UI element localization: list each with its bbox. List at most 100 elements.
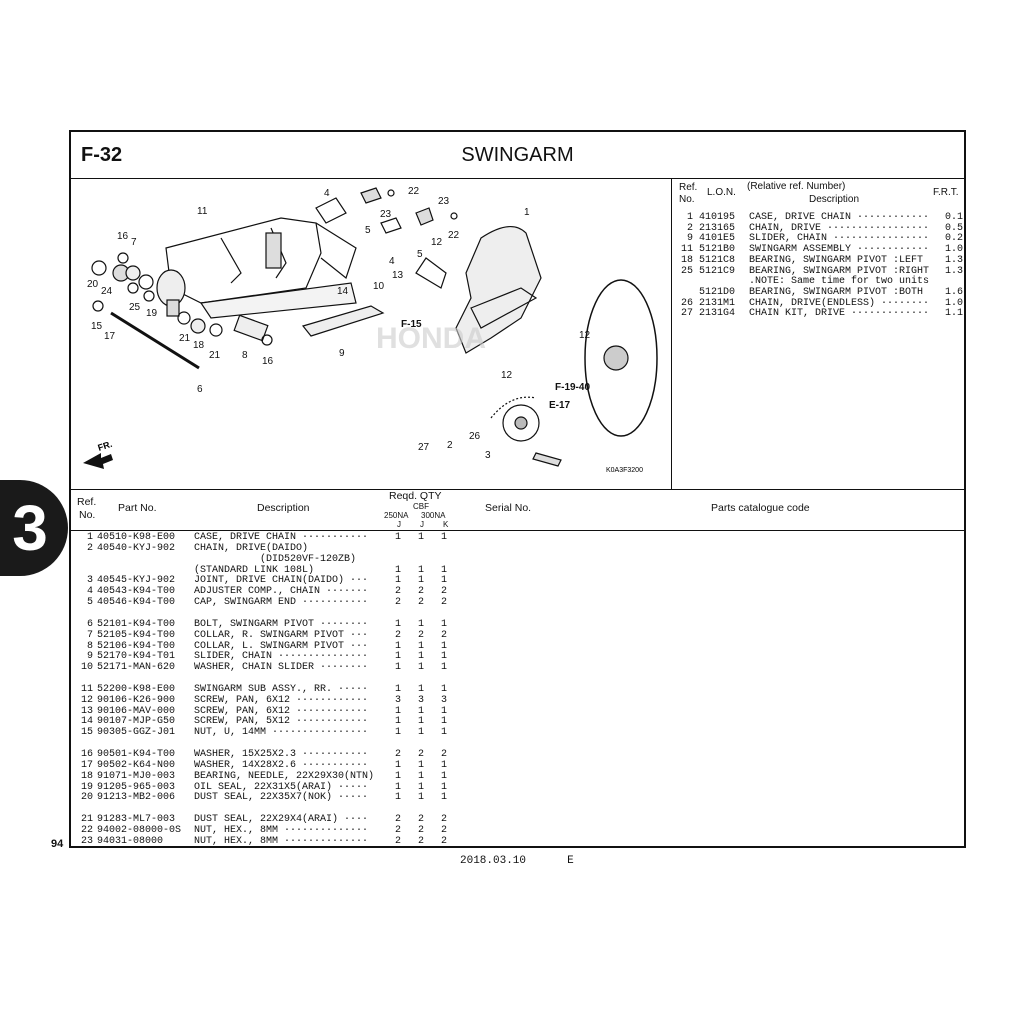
parts-table-header: Ref. No. Part No. Description Reqd. QTY …: [71, 489, 964, 531]
qty-250na-j-cell: 1: [394, 781, 401, 793]
ref-cell: 2: [86, 542, 93, 554]
page-number: 94: [51, 838, 64, 850]
qty-300na-j-cell: 1: [417, 727, 424, 739]
callout-label: 14: [337, 286, 349, 297]
ref-cell: 23: [80, 835, 93, 847]
frt-cell: 1.0: [944, 244, 963, 256]
description-cell: SCREW, PAN, 5X12 ············: [194, 716, 369, 728]
ref-cell: 14: [80, 716, 93, 728]
description-cell: ADJUSTER COMP., CHAIN ·······: [194, 586, 369, 598]
description-cell: OIL SEAL, 22X31X5(ARAI) ·····: [194, 781, 369, 793]
drawing-watermark: HONDA: [376, 322, 486, 355]
callout-label: E-17: [549, 400, 571, 411]
ref-cell: 20: [80, 792, 93, 804]
qty-300na-k-cell: 3: [440, 694, 447, 706]
callout-label: 4: [389, 256, 395, 267]
ref-cell: 12: [80, 694, 93, 706]
description-cell: CHAIN, DRIVE ·················: [749, 222, 930, 234]
part-number-cell: 40543-K94-T00: [97, 586, 176, 598]
part-number-cell: 40546-K94-T00: [97, 597, 176, 609]
qty-300na-j-cell: 2: [417, 597, 424, 609]
description-cell: CASE, DRIVE CHAIN ···········: [194, 532, 369, 543]
qty-300na-j-cell: 1: [417, 759, 424, 771]
ref-cell: 9: [86, 651, 93, 663]
qty-250na-j-cell: 1: [394, 575, 401, 587]
callout-label: 4: [324, 188, 330, 199]
qty-300na-k-cell: 1: [440, 683, 447, 695]
ref-cell: 1: [686, 212, 693, 223]
qty-300na-k-cell: 1: [440, 651, 447, 663]
qty-250na-j-cell: 1: [394, 564, 401, 576]
table-row: [71, 673, 531, 684]
qty-300na-j-cell: 1: [417, 532, 424, 543]
description-cell: JOINT, DRIVE CHAIN(DAIDO) ···: [194, 575, 369, 587]
qty-300na-j-cell: 1: [417, 651, 424, 663]
qty-300na-k-cell: 1: [440, 575, 447, 587]
callout-label: 23: [438, 196, 450, 207]
description-cell: CHAIN KIT, DRIVE ·············: [749, 308, 930, 320]
ref-cell: 26: [680, 297, 693, 309]
ref-cell: 18: [80, 770, 93, 782]
qty-250na-j-cell: 3: [394, 694, 401, 706]
swingarm-exploded-view: HONDA 11 16 7 20 24 25 19 15 17 6 21 18 …: [83, 186, 658, 474]
qty-250na-j-cell: 1: [394, 705, 401, 717]
ref-cell: 16: [80, 749, 93, 760]
description-cell: WASHER, 15X25X2.3 ···········: [194, 749, 369, 760]
dest-j2-header: J: [420, 520, 424, 529]
description-cell: (DID520VF-120ZB): [194, 553, 357, 565]
ref-cell: 19: [80, 781, 93, 793]
frt-cell: 1.0: [944, 297, 963, 309]
description-cell: .NOTE: Same time for two units: [749, 276, 930, 288]
description-cell: NUT, HEX., 8MM ··············: [194, 824, 369, 836]
qty-300na-j-cell: 3: [417, 694, 424, 706]
frt-cell: 0.1: [944, 212, 963, 223]
edition-code: E: [567, 855, 574, 867]
part-no-header: Part No.: [118, 502, 157, 514]
table-row: [71, 738, 531, 749]
callout-label: 2: [447, 440, 453, 451]
drawing-code: K0A3F3200: [606, 467, 643, 474]
part-number-cell: 40510-K98-E00: [97, 532, 176, 543]
part-number-cell: 91205-965-003: [97, 781, 176, 793]
callout-label: 5: [365, 225, 371, 236]
frt-cell: 1.1: [944, 308, 963, 320]
qty-300na-k-cell: 2: [440, 835, 447, 847]
model-250na-header: 250NA: [384, 511, 409, 520]
description-cell: CHAIN, DRIVE(ENDLESS) ········: [749, 297, 930, 309]
qty-250na-j-cell: 2: [394, 586, 401, 598]
table-row: (DID520VF-120ZB): [71, 554, 531, 565]
callout-label: 12: [431, 237, 443, 248]
qty-300na-j-cell: 1: [417, 705, 424, 717]
part-number-cell: 91213-MB2-006: [97, 792, 176, 804]
qty-300na-k-cell: 1: [440, 781, 447, 793]
callout-label: 13: [392, 270, 404, 281]
callout-label: 25: [129, 302, 141, 313]
qty-250na-j-cell: 1: [394, 651, 401, 663]
part-number-cell: 91071-MJ0-003: [97, 770, 176, 782]
qty-300na-j-cell: 2: [417, 629, 424, 641]
frt-cell: 1.3: [944, 265, 963, 277]
description-cell: NUT, HEX., 8MM ··············: [194, 835, 369, 847]
print-date: 2018.03.10: [460, 855, 527, 867]
description-cell: BEARING, SWINGARM PIVOT :BOTH: [749, 286, 924, 298]
description-header: Description: [809, 194, 860, 205]
ref-cell: 17: [80, 759, 93, 771]
description-cell: WASHER, 14X28X2.6 ···········: [194, 759, 369, 771]
callout-label: 10: [373, 281, 385, 292]
qty-250na-j-cell: 1: [394, 618, 401, 630]
qty-250na-j-cell: 2: [394, 597, 401, 609]
qty-300na-j-cell: 1: [417, 575, 424, 587]
ref-cell: 7: [86, 629, 93, 641]
arrow-left-icon: [83, 453, 113, 469]
callout-label: 1: [524, 207, 530, 218]
